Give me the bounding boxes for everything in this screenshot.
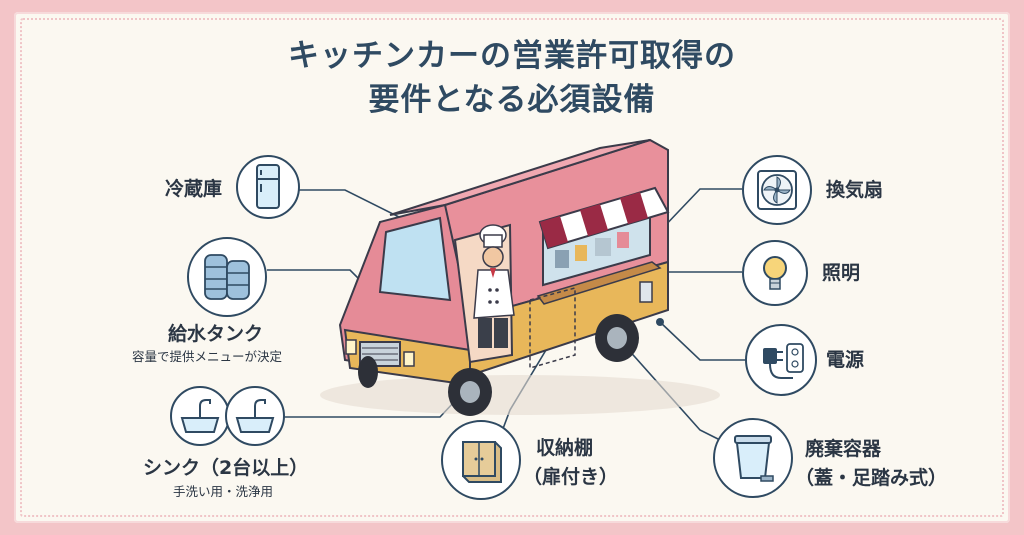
light-bulb-icon bbox=[763, 256, 787, 290]
power-label: 電源 bbox=[826, 349, 865, 371]
power-icon-circle bbox=[745, 324, 817, 396]
lighting-icon-circle bbox=[742, 240, 808, 306]
water-tank-icon bbox=[204, 254, 250, 300]
sink-icon bbox=[235, 399, 275, 433]
storage-label-note: （扉付き） bbox=[523, 466, 619, 488]
trash-bin-icon bbox=[734, 435, 774, 482]
sink-note: 手洗い用・洗浄用 bbox=[173, 484, 274, 499]
fan-label: 換気扇 bbox=[826, 179, 884, 201]
storage-label: 収納棚 bbox=[536, 437, 594, 459]
water-tank-note: 容量で提供メニューが決定 bbox=[132, 349, 283, 364]
title-line-1: キッチンカーの営業許可取得の bbox=[288, 38, 736, 74]
fan-icon-circle bbox=[742, 155, 812, 225]
page-title: キッチンカーの営業許可取得の 要件となる必須設備 bbox=[0, 34, 1024, 122]
sink-icon-circle-1 bbox=[170, 386, 230, 446]
fan-icon bbox=[757, 170, 797, 210]
title-line-2: 要件となる必須設備 bbox=[368, 82, 656, 118]
rear-wheel bbox=[595, 314, 639, 362]
water-tank-label: 給水タンク bbox=[168, 323, 264, 345]
power-connector bbox=[659, 321, 745, 361]
sink-label: シンク（2台以上） bbox=[143, 457, 309, 479]
lighting-label: 照明 bbox=[822, 262, 861, 284]
water-tank-icon-circle bbox=[187, 237, 267, 317]
cabinet-icon bbox=[462, 441, 502, 483]
fridge-label: 冷蔵庫 bbox=[165, 178, 223, 200]
fridge-icon bbox=[256, 164, 280, 209]
waste-label: 廃棄容器 bbox=[805, 438, 882, 460]
sink-icon-circle-2 bbox=[225, 386, 285, 446]
waste-label-note: （蓋・足踏み式） bbox=[795, 467, 948, 489]
fridge-connector bbox=[298, 189, 416, 226]
storage-icon-circle bbox=[441, 420, 521, 500]
front-wheel bbox=[448, 368, 492, 416]
power-plug-icon bbox=[763, 343, 804, 379]
waste-connector bbox=[617, 337, 721, 441]
fridge-icon-circle bbox=[236, 155, 300, 219]
sink-icon bbox=[180, 399, 220, 433]
waste-icon-circle bbox=[713, 418, 793, 498]
